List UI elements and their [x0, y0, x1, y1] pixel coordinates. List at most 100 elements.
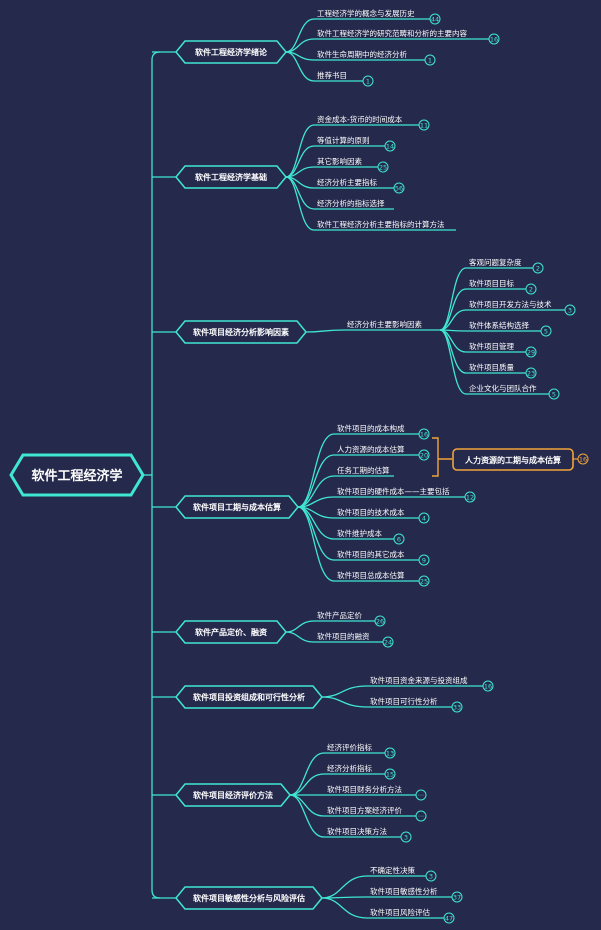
count-badge[interactable]: 16	[482, 680, 494, 692]
count-badge[interactable]: 4	[418, 512, 430, 524]
sub-node[interactable]: 经济分析主要影响因素	[347, 319, 422, 329]
connector	[289, 794, 325, 838]
branch-node-label: 软件工程经济学基础	[195, 172, 267, 182]
leaf-node[interactable]: 工程经济学的概念与发展历史	[317, 8, 415, 18]
leaf-node[interactable]: 软件项目管理	[469, 341, 514, 351]
leaf-node[interactable]: 软件项目风险评估	[370, 907, 430, 917]
leaf-node[interactable]: 资金成本-货币的时间成本	[317, 114, 403, 124]
count-badge[interactable]: 15	[384, 768, 396, 780]
count-badge-circle	[377, 161, 389, 173]
leaf-node[interactable]: 软件项目财务分析方法	[327, 784, 402, 794]
count-badge-value: 44	[431, 15, 439, 23]
count-badge[interactable]: 29	[525, 346, 537, 358]
leaf-node[interactable]: 软件项目开发方法与技术	[469, 299, 552, 309]
count-badge[interactable]: 2	[532, 262, 544, 274]
leaf-node[interactable]: 经济分析指标	[327, 763, 372, 773]
leaf-node[interactable]: 软件项目总成本估算	[337, 570, 405, 580]
leaf-node[interactable]: 人力资源的成本估算	[337, 444, 405, 454]
leaf-node[interactable]: 经济分析主要指标	[317, 177, 377, 187]
branch-node[interactable]: 软件工程经济学基础	[175, 165, 287, 189]
count-badge[interactable]: 1	[424, 54, 436, 66]
leaf-node[interactable]: 软件项目可行性分析	[370, 696, 438, 706]
branch-node-label: 软件项目经济评价方法	[193, 790, 273, 800]
count-badge[interactable]: 5	[548, 388, 560, 400]
branch-node[interactable]: 软件工程经济学绪论	[175, 40, 287, 64]
count-badge[interactable]: 6	[393, 533, 405, 545]
count-badge[interactable]: 13	[384, 747, 396, 759]
count-badge[interactable]: ···	[415, 810, 427, 822]
leaf-node[interactable]: 软件项目的其它成本	[337, 549, 405, 559]
count-badge[interactable]: 20	[418, 449, 430, 461]
count-badge[interactable]: 14	[384, 140, 396, 152]
leaf-label: 其它影响因素	[317, 156, 362, 166]
connector	[321, 897, 368, 919]
count-badge-circle	[425, 870, 437, 882]
branch-node[interactable]: 软件项目敏感性分析与风险评估	[175, 886, 323, 910]
leaf-node[interactable]: 企业文化与团队合作	[469, 383, 537, 393]
leaf-node[interactable]: 软件项目方案经济评价	[327, 805, 402, 815]
count-badge-value: 13	[386, 749, 394, 757]
count-badge[interactable]: 5	[540, 325, 552, 337]
count-badge[interactable]: 9	[418, 554, 430, 566]
branch-node[interactable]: 软件产品定价、融资	[175, 620, 287, 644]
leaf-node[interactable]: 软件项目决策方法	[327, 826, 387, 836]
leaf-node[interactable]: 软件项目质量	[469, 362, 514, 372]
leaf-node[interactable]: 软件项目的技术成本	[337, 507, 405, 517]
count-badge[interactable]: 47	[443, 912, 455, 924]
leaf-label: 软件项目决策方法	[327, 826, 387, 836]
leaf-node[interactable]: 任务工期的估算	[337, 465, 390, 475]
leaf-node[interactable]: 软件工程经济学的研究范畴和分析的主要内容	[317, 28, 467, 38]
leaf-node[interactable]: 不确定性决策	[370, 865, 415, 875]
count-badge[interactable]: 25	[377, 161, 389, 173]
leaf-node[interactable]: 软件维护成本	[337, 528, 382, 538]
count-badge[interactable]: 3	[425, 870, 437, 882]
leaf-node[interactable]: 软件项目的硬件成本——主要包括	[337, 486, 450, 496]
count-badge[interactable]: 3	[400, 831, 412, 843]
count-badge-circle	[415, 789, 427, 801]
count-badge-circle	[384, 768, 396, 780]
leaf-node[interactable]: 软件项目资金来源与投资组成	[370, 675, 468, 685]
count-badge[interactable]: 26	[374, 615, 386, 627]
count-badge[interactable]: 16	[488, 33, 500, 45]
leaf-node[interactable]: 推荐书目	[317, 70, 347, 80]
count-badge[interactable]: 25	[418, 575, 430, 587]
leaf-node[interactable]: 软件产品定价	[317, 610, 362, 620]
count-badge[interactable]: 37	[451, 891, 463, 903]
count-badge-circle	[415, 810, 427, 822]
count-badge-circle	[418, 512, 430, 524]
count-badge[interactable]: 44	[429, 13, 441, 25]
leaf-node[interactable]: 软件项目敏感性分析	[370, 886, 438, 896]
count-badge[interactable]: ···	[415, 789, 427, 801]
count-badge[interactable]: 12	[464, 491, 476, 503]
count-badge[interactable]: 1	[362, 75, 374, 87]
count-badge[interactable]: 33	[451, 701, 463, 713]
leaf-node[interactable]: 客观问题复杂度	[469, 257, 522, 267]
leaf-node[interactable]: 软件项目的融资	[317, 631, 370, 641]
leaf-node[interactable]: 软件项目的成本构成	[337, 423, 405, 433]
branch-node[interactable]: 软件项目投资组成和可行性分析	[175, 685, 323, 709]
leaf-node[interactable]: 等值计算的原则	[317, 135, 370, 145]
count-badge-circle	[540, 325, 552, 337]
branch-node[interactable]: 软件项目工期与成本估算	[175, 495, 299, 519]
leaf-node[interactable]: 软件生命周期中的经济分析	[317, 49, 407, 59]
count-badge[interactable]: 56	[393, 182, 405, 194]
leaf-node[interactable]: 经济分析的指标选择	[317, 198, 385, 208]
count-badge[interactable]: 24	[382, 636, 394, 648]
count-badge[interactable]: 3	[564, 304, 576, 316]
connector	[285, 176, 315, 231]
count-badge[interactable]: 11	[418, 119, 430, 131]
leaf-node[interactable]: 经济评价指标	[327, 742, 372, 752]
count-badge[interactable]: 16	[418, 428, 430, 440]
leaf-node[interactable]: 其它影响因素	[317, 156, 362, 166]
leaf-node[interactable]: 软件工程经济分析主要指标的计算方法	[317, 219, 445, 229]
branch-node[interactable]: 软件项目经济评价方法	[175, 783, 291, 807]
root-node[interactable]: 软件工程经济学	[9, 453, 145, 497]
leaf-node[interactable]: 软件项目目标	[469, 278, 514, 288]
leaf-node[interactable]: 软件体系结构选择	[469, 320, 529, 330]
count-badge[interactable]: 23	[525, 367, 537, 379]
count-badge[interactable]: 2	[525, 283, 537, 295]
leaf-label: 软件项目的硬件成本——主要包括	[337, 486, 450, 496]
branch-node[interactable]: 软件项目经济分析影响因素	[175, 320, 307, 344]
connector	[285, 51, 315, 82]
